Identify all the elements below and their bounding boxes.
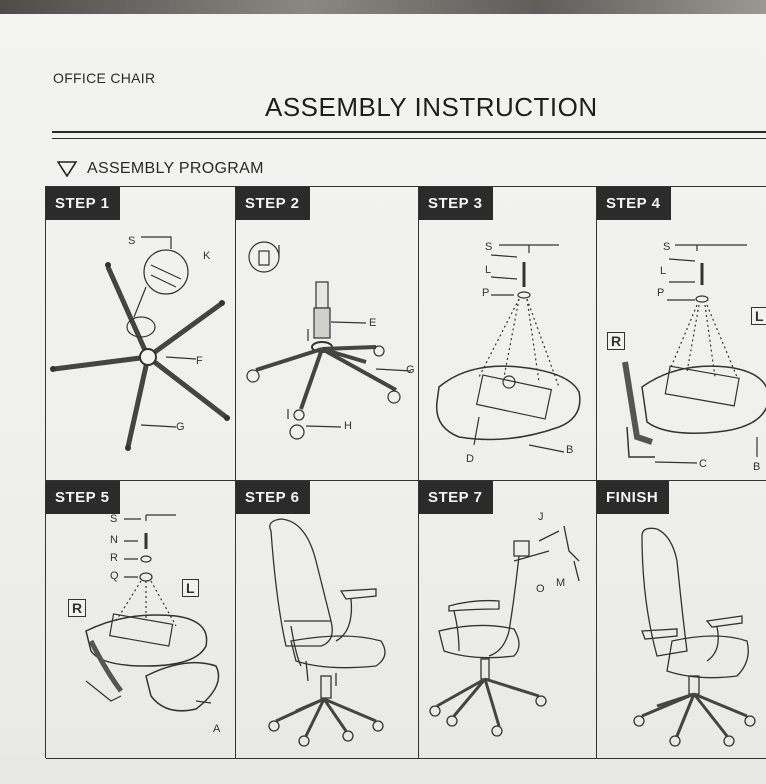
- step-5-label: STEP 5: [46, 481, 121, 514]
- title-rule-thin: [52, 138, 766, 139]
- part-label-d: D: [466, 453, 474, 465]
- step-2-label: STEP 2: [236, 187, 311, 220]
- step-4-panel: STEP 4 S L P C B R L: [597, 187, 766, 481]
- product-name: OFFICE CHAIR: [53, 70, 156, 86]
- part-label-o: O: [536, 583, 545, 595]
- page-title: ASSEMBLY INSTRUCTION: [265, 92, 598, 122]
- step-2-panel: STEP 2 E G H: [236, 187, 419, 481]
- part-label-b: B: [753, 461, 761, 473]
- part-label-q: Q: [110, 570, 119, 582]
- part-label-s: S: [128, 235, 136, 247]
- instruction-sheet: OFFICE CHAIR ASSEMBLY INSTRUCTION ASSEMB…: [0, 14, 766, 784]
- title-rule: [52, 131, 766, 133]
- part-label-k: K: [203, 250, 211, 262]
- right-marker: R: [68, 599, 87, 617]
- chair-onto-base-illustration: [268, 518, 386, 747]
- part-label-s: S: [110, 513, 118, 525]
- step-1-label: STEP 1: [46, 187, 121, 220]
- part-label-n: N: [110, 534, 118, 546]
- backrest-mount-illustration: [85, 514, 220, 712]
- part-label-j: J: [538, 511, 544, 523]
- part-label-g: G: [406, 364, 415, 376]
- steps-grid: STEP 1 S K F G: [45, 186, 766, 759]
- section-title: ASSEMBLY PROGRAM: [87, 160, 264, 177]
- left-marker: L: [182, 579, 199, 597]
- part-label-e: E: [369, 317, 377, 329]
- part-label-l: L: [485, 264, 492, 276]
- section-heading: ASSEMBLY PROGRAM: [57, 160, 264, 178]
- part-label-c: C: [699, 458, 707, 470]
- part-label-p: P: [657, 287, 665, 299]
- armrest-mount-illustration: [622, 244, 766, 464]
- part-label-l: L: [660, 265, 667, 277]
- gas-lift-illustration: [246, 241, 412, 440]
- part-label-m: M: [556, 577, 566, 589]
- step-4-label: STEP 4: [597, 187, 672, 220]
- photo-background: [0, 0, 766, 18]
- part-label-s: S: [663, 241, 671, 253]
- part-label-p: P: [482, 287, 490, 299]
- part-label-s: S: [485, 241, 493, 253]
- finished-chair-illustration: [633, 527, 756, 747]
- seat-mechanism-illustration: [435, 244, 581, 453]
- step-6-panel: STEP 6: [236, 481, 419, 759]
- part-label-a: A: [213, 723, 221, 735]
- step-7-label: STEP 7: [419, 481, 494, 514]
- finish-panel: FINISH: [597, 481, 766, 759]
- right-marker: R: [607, 332, 626, 350]
- step-6-label: STEP 6: [236, 481, 311, 514]
- base-assembly-illustration: [50, 236, 230, 451]
- step-7-panel: STEP 7 J O M: [419, 481, 597, 759]
- part-label-g: G: [176, 421, 185, 433]
- triangle-down-icon: [57, 161, 77, 177]
- finish-label: FINISH: [597, 481, 670, 514]
- step-1-panel: STEP 1 S K F G: [46, 187, 236, 481]
- step-5-panel: STEP 5 S N R Q A R L: [46, 481, 236, 759]
- part-label-b: B: [566, 444, 574, 456]
- headrest-illustration: [429, 525, 580, 737]
- part-label-f: F: [196, 355, 203, 367]
- step-3-label: STEP 3: [419, 187, 494, 220]
- left-marker: L: [751, 307, 766, 325]
- part-label-h: H: [344, 420, 352, 432]
- step-3-panel: STEP 3 S L P D B: [419, 187, 597, 481]
- part-label-r: R: [110, 552, 118, 564]
